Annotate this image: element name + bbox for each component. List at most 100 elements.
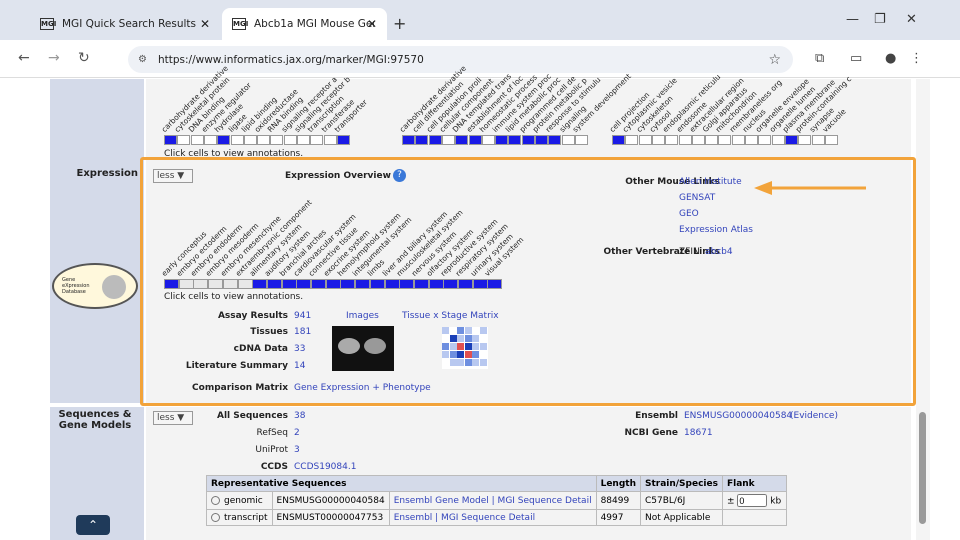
reload-icon[interactable]: ↻: [78, 50, 90, 66]
go-cell[interactable]: [535, 135, 548, 145]
go-cell[interactable]: [548, 135, 562, 145]
go-cell[interactable]: [784, 135, 798, 145]
sequence-type-cell[interactable]: genomic: [206, 491, 273, 510]
expression-cell[interactable]: [178, 279, 194, 289]
geo-link[interactable]: GEO: [679, 209, 699, 219]
expression-cell[interactable]: [340, 279, 356, 289]
expression-cell[interactable]: [325, 279, 341, 289]
new-tab-icon[interactable]: +: [393, 14, 407, 33]
evidence-link[interactable]: (Evidence): [790, 411, 838, 421]
go-cell[interactable]: [468, 135, 482, 145]
go-cell[interactable]: [270, 135, 284, 145]
refseq-link[interactable]: 2: [294, 428, 300, 438]
expression-cell[interactable]: [164, 279, 179, 289]
go-cell[interactable]: [574, 135, 588, 145]
forward-icon[interactable]: →: [48, 50, 60, 66]
go-cell[interactable]: [203, 135, 217, 145]
go-cell[interactable]: [678, 135, 692, 145]
go-cell[interactable]: [283, 135, 297, 145]
go-cell[interactable]: [824, 135, 838, 145]
expression-atlas-link[interactable]: Expression Atlas: [679, 225, 753, 235]
address-bar[interactable]: ⚙ https://www.informatics.jax.org/marker…: [128, 46, 793, 73]
go-cell[interactable]: [164, 135, 177, 145]
expression-cell[interactable]: [458, 279, 473, 289]
go-cell[interactable]: [415, 135, 429, 145]
go-cell[interactable]: [481, 135, 495, 145]
uniprot-link[interactable]: 3: [294, 445, 300, 455]
expression-cell[interactable]: [384, 279, 400, 289]
go-cell[interactable]: [217, 135, 231, 145]
expression-toggle[interactable]: less ▼: [153, 169, 193, 183]
close-icon[interactable]: ✕: [366, 17, 377, 31]
expression-cell[interactable]: [252, 279, 268, 289]
gensat-link[interactable]: GENSAT: [679, 193, 716, 203]
go-cell[interactable]: [705, 135, 719, 145]
go-cell[interactable]: [521, 135, 535, 145]
tissue-stage-matrix-link[interactable]: Tissue x Stage Matrix: [402, 311, 499, 321]
scrollbar-thumb[interactable]: [919, 412, 926, 524]
bookmark-star-icon[interactable]: ☆: [768, 51, 781, 68]
go-cell[interactable]: [177, 135, 191, 145]
restore-icon[interactable]: ❐: [874, 12, 886, 27]
sequences-toggle[interactable]: less ▼: [153, 411, 193, 425]
go-cell[interactable]: [651, 135, 665, 145]
tissue-stage-matrix-thumbnail[interactable]: [442, 327, 488, 369]
expression-cell[interactable]: [266, 279, 282, 289]
go-cell[interactable]: [495, 135, 509, 145]
expression-cell[interactable]: [487, 279, 503, 289]
expression-cell[interactable]: [193, 279, 209, 289]
close-icon[interactable]: ✕: [199, 17, 210, 31]
go-cell[interactable]: [612, 135, 625, 145]
sequence-links-cell[interactable]: Ensembl Gene Model | MGI Sequence Detail: [388, 491, 597, 510]
go-cell[interactable]: [811, 135, 825, 145]
go-cell[interactable]: [561, 135, 575, 145]
go-cell[interactable]: [230, 135, 244, 145]
menu-icon[interactable]: ⋮: [910, 51, 923, 66]
images-link[interactable]: Images: [346, 311, 379, 321]
minimize-icon[interactable]: —: [846, 12, 859, 27]
go-cell[interactable]: [455, 135, 469, 145]
go-cell[interactable]: [758, 135, 772, 145]
go-cell[interactable]: [771, 135, 785, 145]
expression-cell[interactable]: [472, 279, 488, 289]
expression-cell[interactable]: [413, 279, 429, 289]
tab-abcb1a[interactable]: MGI Abcb1a MGI Mouse Gene Deta ✕: [222, 8, 387, 40]
go-cell[interactable]: [243, 135, 257, 145]
expression-cell[interactable]: [369, 279, 385, 289]
expression-image-thumbnail[interactable]: [332, 326, 394, 371]
sequence-radio[interactable]: [211, 512, 220, 522]
go-cell[interactable]: [441, 135, 455, 145]
site-info-icon[interactable]: ⚙: [138, 54, 147, 65]
all-sequences-link[interactable]: 38: [294, 411, 306, 421]
ccds-link[interactable]: CCDS19084.1: [294, 462, 357, 472]
expression-cell[interactable]: [296, 279, 312, 289]
zfin-abcb4-link[interactable]: abcb4: [705, 247, 733, 257]
go-cell[interactable]: [731, 135, 745, 145]
assay-results-link[interactable]: 941: [294, 311, 312, 321]
go-cell[interactable]: [745, 135, 758, 145]
comparison-matrix-link[interactable]: Gene Expression + Phenotype: [294, 383, 431, 393]
close-window-icon[interactable]: ✕: [906, 12, 917, 27]
gxd-logo[interactable]: Gene eXpression Database: [52, 263, 138, 309]
expression-cell[interactable]: [237, 279, 253, 289]
expression-cell[interactable]: [399, 279, 415, 289]
go-cell[interactable]: [402, 135, 415, 145]
ncbi-gene-link[interactable]: 18671: [684, 428, 713, 438]
expression-cell[interactable]: [208, 279, 224, 289]
go-cell[interactable]: [638, 135, 652, 145]
flank-input[interactable]: [737, 494, 768, 507]
extensions-icon[interactable]: ⧉: [815, 51, 825, 66]
go-cell[interactable]: [625, 135, 639, 145]
go-cell[interactable]: [508, 135, 522, 145]
reading-list-icon[interactable]: ▭: [850, 51, 863, 66]
sequence-radio[interactable]: [211, 495, 220, 505]
expression-cell[interactable]: [443, 279, 459, 289]
literature-summary-link[interactable]: 14: [294, 361, 306, 371]
allen-institute-link[interactable]: Allen Institute: [679, 177, 742, 187]
go-cell[interactable]: [257, 135, 271, 145]
back-icon[interactable]: ←: [18, 50, 30, 66]
go-cell[interactable]: [310, 135, 324, 145]
tissues-link[interactable]: 181: [294, 327, 312, 337]
expression-cell[interactable]: [311, 279, 326, 289]
go-cell[interactable]: [297, 135, 310, 145]
